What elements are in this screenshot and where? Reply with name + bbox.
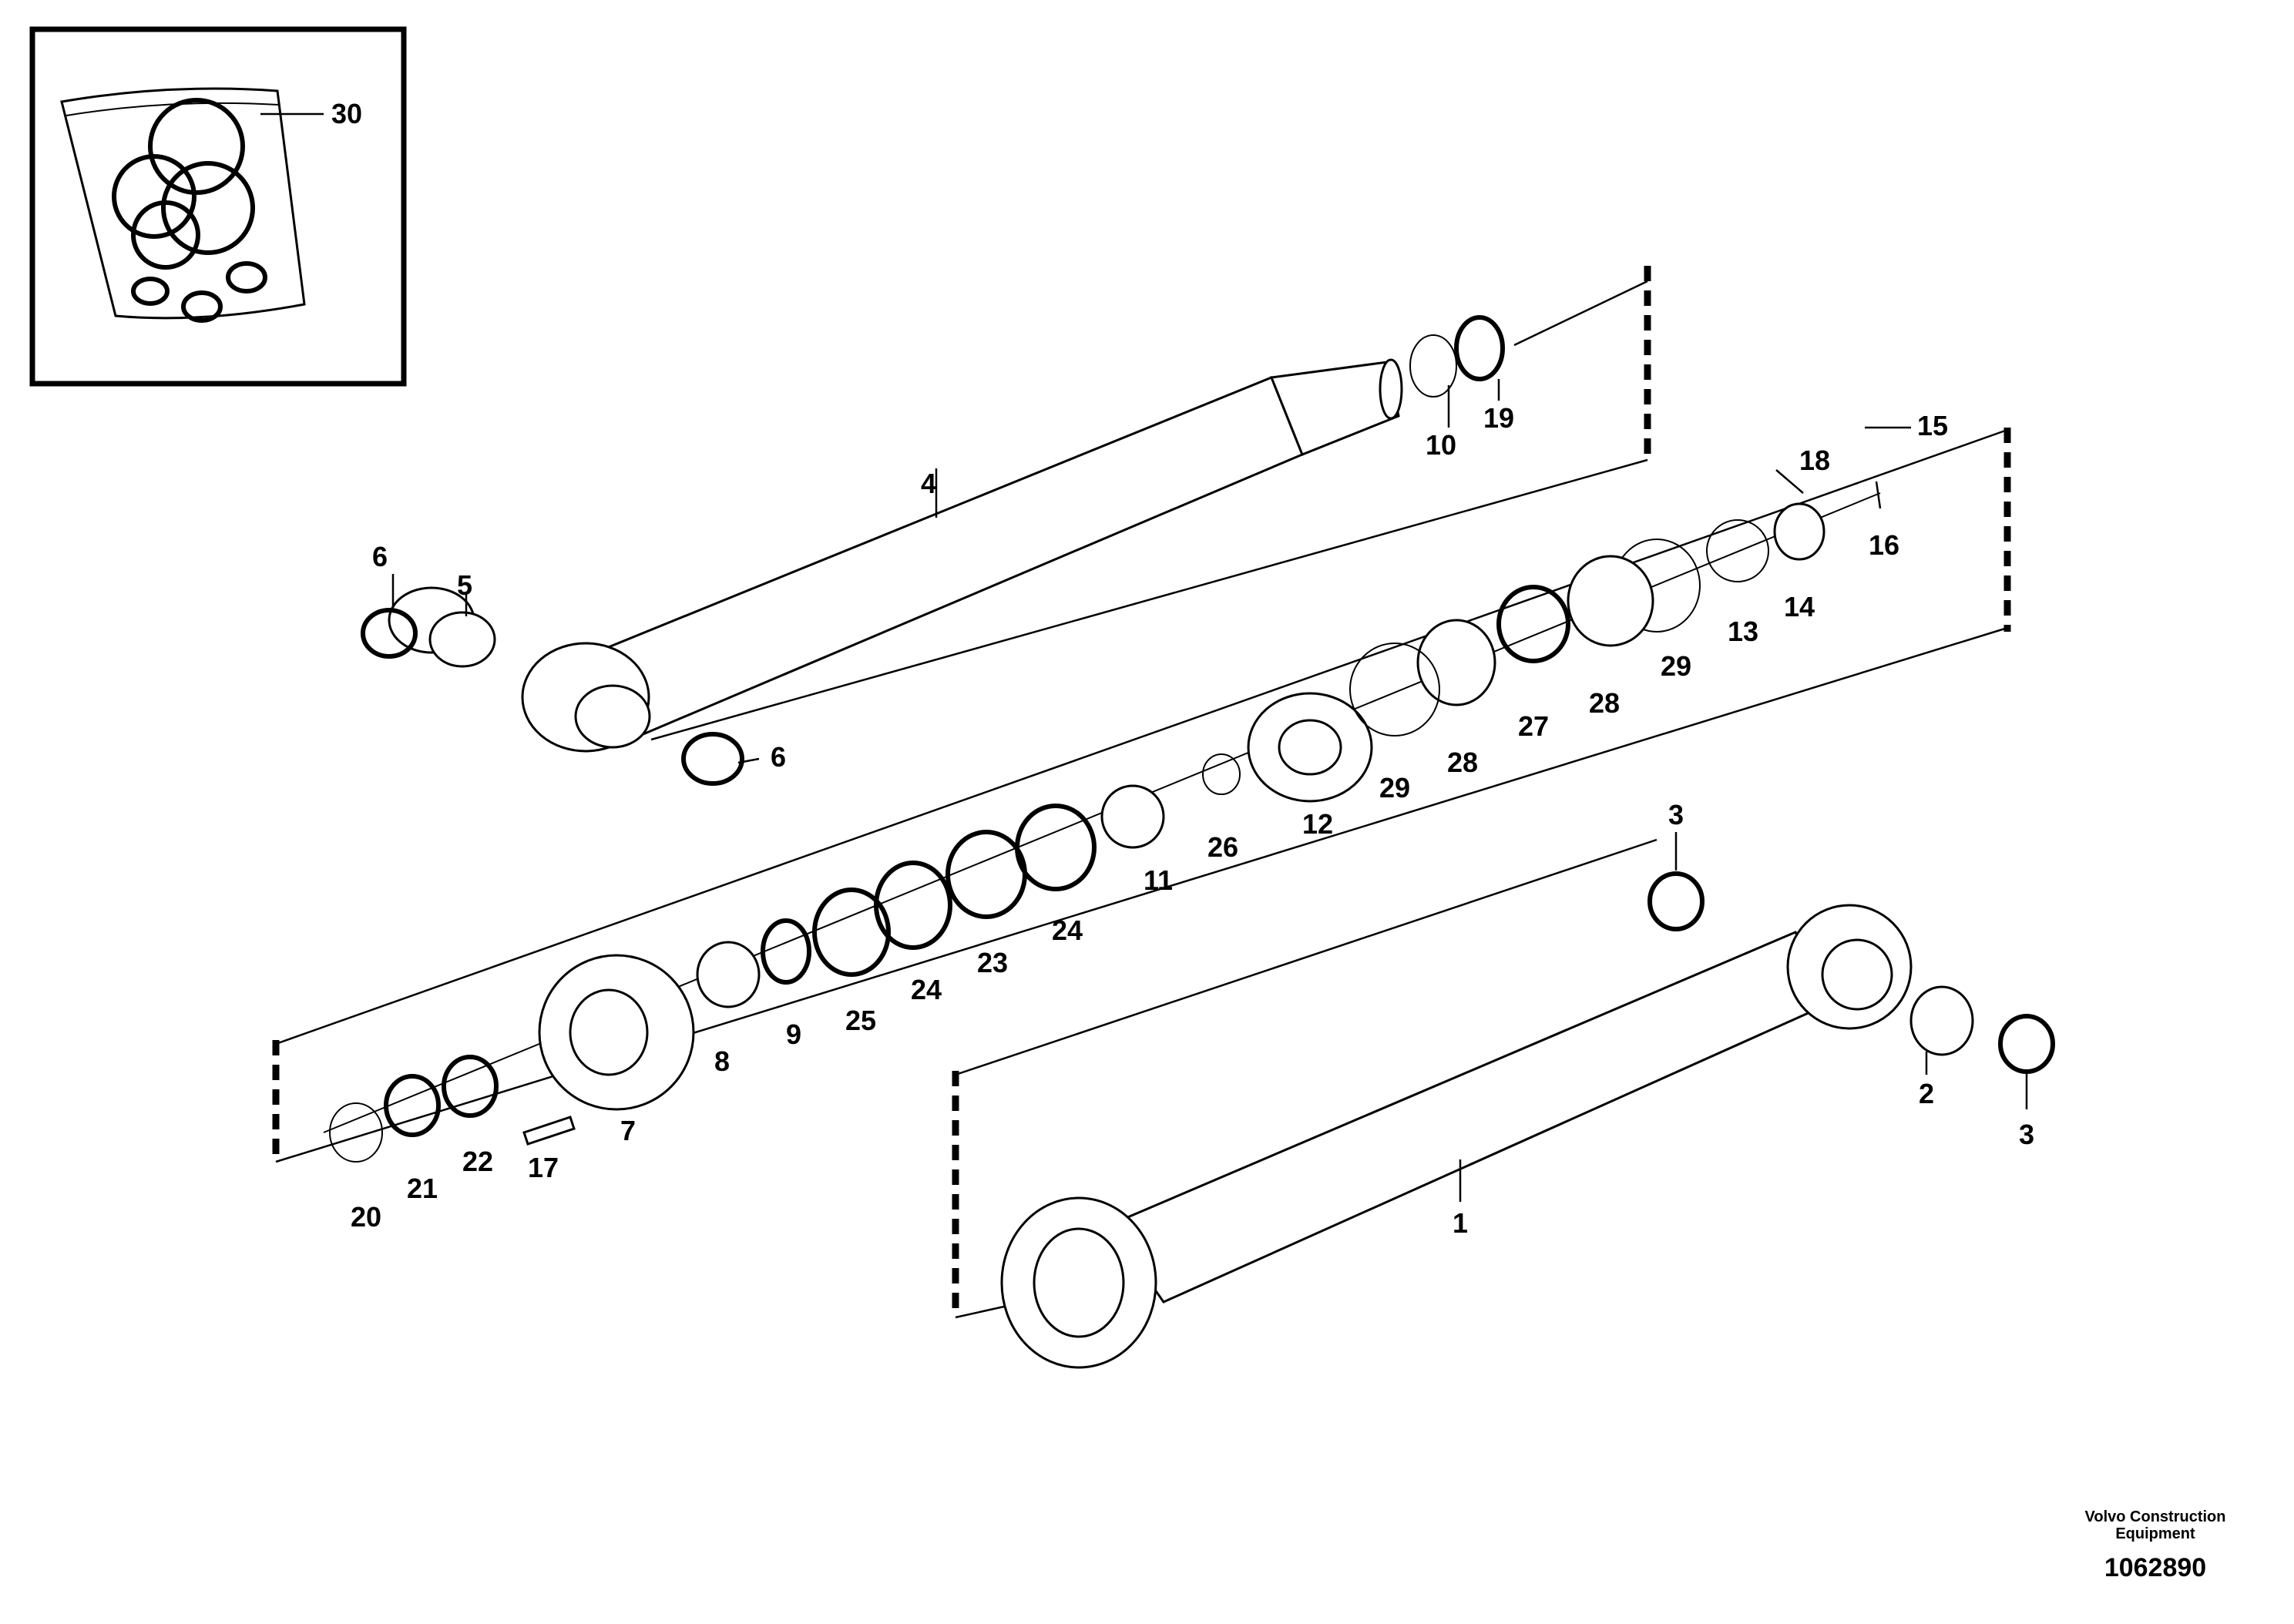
drawing-number: 1062890: [2104, 1553, 2207, 1582]
callout-18: 18: [1799, 445, 1830, 476]
callout-19: 19: [1483, 402, 1514, 434]
callout-5: 5: [457, 569, 472, 601]
callout-13: 13: [1728, 616, 1758, 647]
callout-7: 7: [620, 1115, 636, 1146]
callout-30: 30: [331, 98, 362, 129]
callout-23: 23: [977, 947, 1008, 978]
callout-12: 12: [1302, 808, 1333, 840]
callout-8: 8: [714, 1045, 730, 1077]
callout-16: 16: [1869, 529, 1899, 561]
callout-26: 26: [1207, 831, 1238, 863]
callout-15: 15: [1917, 410, 1948, 441]
piston-rod-assembly: [361, 266, 1651, 786]
callout-24-left: 24: [911, 974, 942, 1005]
callout-20: 20: [351, 1201, 381, 1233]
company-name: Volvo Construction Equipment: [2084, 1508, 2226, 1542]
callout-21: 21: [407, 1173, 438, 1204]
callout-6-right: 6: [771, 741, 786, 773]
callout-10: 10: [1426, 429, 1456, 461]
callout-2: 2: [1919, 1078, 1934, 1109]
callout-27: 27: [1518, 710, 1549, 742]
callout-11: 11: [1144, 864, 1173, 896]
piston-seal-strip: [272, 426, 2011, 1163]
cylinder-barrel: [952, 832, 2055, 1369]
callout-3-top: 3: [1668, 799, 1684, 830]
callout-9: 9: [786, 1018, 801, 1050]
callout-22: 22: [462, 1146, 493, 1177]
callout-29-left: 29: [1379, 772, 1410, 804]
callout-1: 1: [1453, 1207, 1468, 1239]
seal-kit-inset: [29, 26, 407, 387]
callout-29-right: 29: [1661, 650, 1691, 682]
callout-25: 25: [845, 1005, 876, 1036]
callout-4: 4: [921, 468, 936, 499]
callout-28-right: 28: [1589, 687, 1620, 719]
callout-labels: 30 4 10 19 6 5 6 15 18 16 14 13 29 28 27…: [331, 98, 2034, 1239]
callout-24-right: 24: [1052, 914, 1083, 946]
drawing-footer: Volvo Construction Equipment 1062890: [2063, 1508, 2248, 1583]
callout-14: 14: [1784, 591, 1815, 622]
callout-6-top: 6: [372, 541, 388, 572]
callout-28-left: 28: [1447, 747, 1478, 778]
callout-17: 17: [528, 1152, 559, 1183]
callout-3-bottom: 3: [2019, 1119, 2034, 1150]
